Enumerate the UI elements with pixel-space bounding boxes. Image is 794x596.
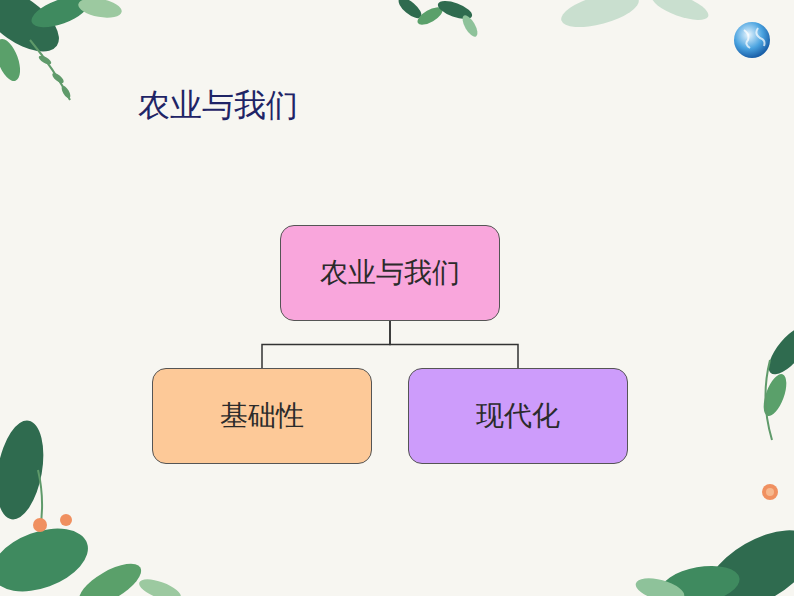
box-label: 现代化	[476, 397, 560, 435]
concept-box: 基础性	[152, 368, 372, 464]
tree-connector	[262, 321, 390, 368]
concept-box: 农业与我们	[280, 225, 500, 321]
concept-box: 现代化	[408, 368, 628, 464]
tree-connector	[390, 321, 518, 368]
box-label: 农业与我们	[320, 254, 460, 292]
slide-title: 农业与我们	[138, 84, 298, 128]
box-label: 基础性	[220, 397, 304, 435]
